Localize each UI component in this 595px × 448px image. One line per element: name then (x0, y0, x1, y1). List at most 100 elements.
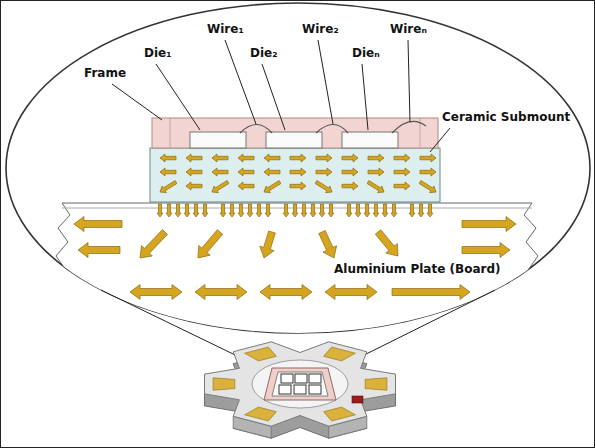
bond-wire (240, 125, 272, 134)
part-label: Ceramic Submount (440, 110, 572, 125)
heat-arrow (186, 154, 202, 162)
heat-arrow (140, 230, 168, 258)
heat-arrow (283, 204, 289, 217)
solder-pad (245, 407, 277, 421)
solder-pad (213, 378, 235, 390)
led-die (281, 374, 293, 383)
heat-arrow (220, 204, 226, 217)
die (266, 132, 322, 148)
heat-arrow (392, 285, 470, 300)
part-label: Frame (82, 66, 128, 81)
heat-arrow (342, 182, 358, 190)
heat-arrow (74, 217, 122, 232)
leader-line (430, 128, 450, 152)
heat-arrow (198, 230, 223, 258)
heat-arrow (157, 204, 163, 217)
leader-lines (101, 40, 495, 368)
heat-arrow (462, 217, 516, 232)
leader-line (362, 64, 368, 130)
heat-arrow (238, 182, 254, 190)
heat-arrow (355, 204, 361, 217)
heat-arrow (175, 204, 181, 217)
heat-arrow (364, 204, 370, 217)
heat-arrow (368, 154, 384, 162)
heat-arrow (238, 168, 254, 176)
leader-line (408, 40, 410, 122)
heat-arrow (229, 204, 235, 217)
heat-arrow (290, 154, 306, 162)
bond-wire (392, 121, 426, 133)
package-frame (264, 368, 336, 400)
heat-arrow (212, 154, 228, 162)
heat-arrow (130, 285, 182, 300)
cross-section (50, 118, 544, 340)
heat-arrow (292, 204, 298, 217)
heat-arrow (166, 204, 172, 217)
smd-component (352, 396, 363, 403)
led-die (295, 374, 307, 383)
part-label: Wireₙ (388, 22, 429, 37)
leader-line (112, 84, 162, 120)
led-die (309, 385, 321, 394)
heat-arrow (462, 243, 510, 258)
heat-arrow (202, 204, 208, 217)
heat-arrow (342, 154, 358, 162)
solder-pad (245, 347, 277, 361)
heat-arrow (328, 204, 334, 217)
heat-flow-arrows (74, 154, 516, 300)
heat-arrow (418, 204, 424, 217)
part-label: Dieₙ (350, 46, 382, 61)
lens-ring (252, 360, 348, 408)
die (342, 132, 398, 148)
heat-arrow (238, 154, 254, 162)
led-die (279, 385, 291, 394)
part-label: Wire₂ (300, 22, 341, 37)
heat-arrow (394, 154, 410, 162)
heat-arrow (195, 285, 247, 300)
heat-arrow (193, 204, 199, 217)
heat-arrow (316, 154, 332, 162)
solder-pad (324, 347, 356, 361)
heat-arrow (310, 204, 316, 217)
heat-arrow (184, 204, 190, 217)
solder-pad (365, 378, 387, 390)
part-label: Wire₁ (205, 22, 246, 37)
heat-arrow (316, 168, 332, 176)
heat-arrow (256, 204, 262, 217)
led-die (309, 374, 321, 383)
frame-edge (170, 118, 171, 148)
heat-arrow (315, 181, 332, 193)
heat-arrow (186, 182, 202, 190)
leader-line (156, 64, 200, 130)
part-label: Die₁ (142, 46, 173, 61)
heat-arrow (260, 285, 312, 300)
board-top (205, 342, 396, 426)
heat-arrow (290, 168, 306, 176)
heat-arrow (160, 154, 176, 162)
solder-pad (324, 407, 356, 421)
heat-arrow (382, 204, 388, 217)
plate-surface (62, 208, 532, 209)
heat-arrow (409, 204, 415, 217)
heat-arrow (346, 204, 352, 217)
ceramic-submount (150, 148, 440, 202)
heat-arrow (375, 230, 398, 256)
heat-arrow (212, 181, 229, 193)
heat-arrow (247, 204, 253, 217)
leader-line (262, 64, 285, 130)
package-cavity (272, 372, 328, 396)
heat-arrow (264, 168, 280, 176)
bond-wire (316, 125, 348, 134)
heat-arrow (160, 168, 176, 176)
heat-arrow (212, 168, 228, 176)
heat-arrow (368, 168, 384, 176)
heat-arrow (342, 168, 358, 176)
leader-line (318, 40, 333, 124)
heat-arrow (238, 204, 244, 217)
heat-arrow (264, 181, 281, 193)
heat-arrow (420, 168, 436, 176)
heat-arrow (265, 204, 271, 217)
heat-arrow (186, 168, 202, 176)
